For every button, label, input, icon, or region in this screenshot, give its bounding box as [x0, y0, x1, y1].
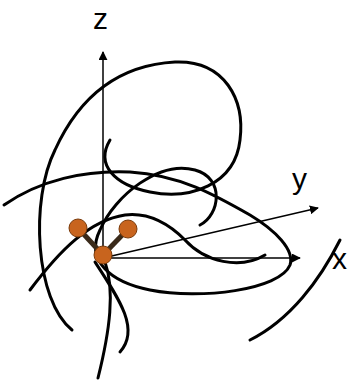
molecule	[69, 219, 137, 264]
coordinate-axes	[103, 52, 318, 258]
axis-label: y	[292, 164, 307, 194]
polymer-chain	[4, 62, 340, 378]
axis-label: x	[332, 244, 347, 274]
axis-label: z	[93, 4, 108, 34]
